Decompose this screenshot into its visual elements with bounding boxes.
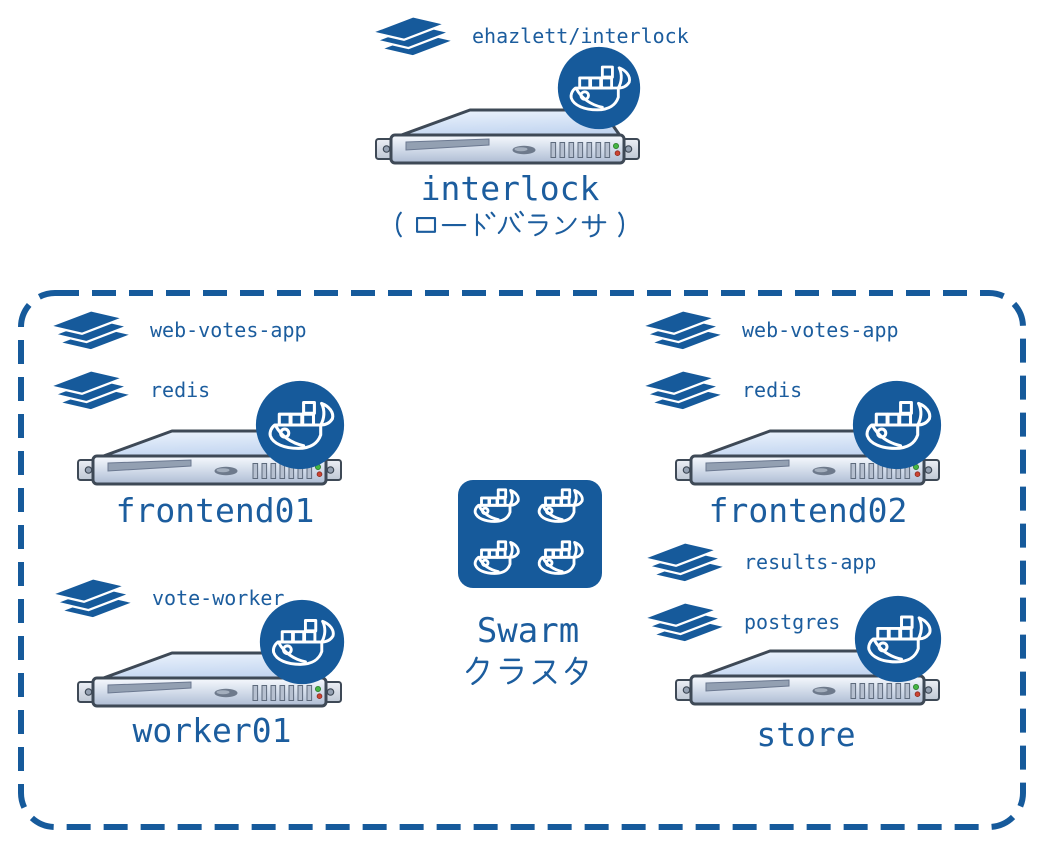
image-row: redis: [48, 368, 210, 412]
node-subtitle: [330, 207, 690, 244]
image-row: ehazlett/interlock: [370, 14, 689, 58]
node-title: interlock: [420, 169, 600, 208]
docker-whale-icon: [259, 599, 345, 685]
image-row: postgres: [642, 600, 840, 644]
image-row: results-app: [642, 540, 876, 584]
image-label: postgres: [744, 610, 841, 634]
image-row: web-votes-app: [48, 308, 307, 352]
image-row: web-votes-app: [640, 308, 899, 352]
image-label: redis: [742, 378, 803, 402]
image-label: redis: [150, 378, 211, 402]
docker-whale-icon: [852, 380, 942, 470]
image-label: ehazlett/interlock: [472, 24, 689, 48]
image-layers-icon: [370, 14, 456, 58]
docker-whale-icon: [557, 46, 641, 130]
node-title: worker01: [132, 711, 292, 750]
swarm-cluster-boundary: [18, 290, 1026, 830]
image-label: results-app: [744, 550, 877, 574]
docker-swarm-whales-icon: [458, 480, 602, 588]
swarm-title: Swarm: [476, 611, 580, 651]
image-row: vote-worker: [50, 576, 284, 620]
docker-whale-icon: [854, 595, 942, 683]
docker-whale-icon: [255, 380, 345, 470]
image-label: web-votes-app: [742, 318, 899, 342]
image-row: redis: [640, 368, 802, 412]
node-title: frontend02: [708, 491, 908, 530]
node-title: frontend01: [115, 491, 315, 530]
image-label: web-votes-app: [150, 318, 307, 342]
swarm-subtitle: [428, 651, 628, 693]
image-label: vote-worker: [152, 586, 285, 610]
node-title: store: [756, 715, 856, 754]
